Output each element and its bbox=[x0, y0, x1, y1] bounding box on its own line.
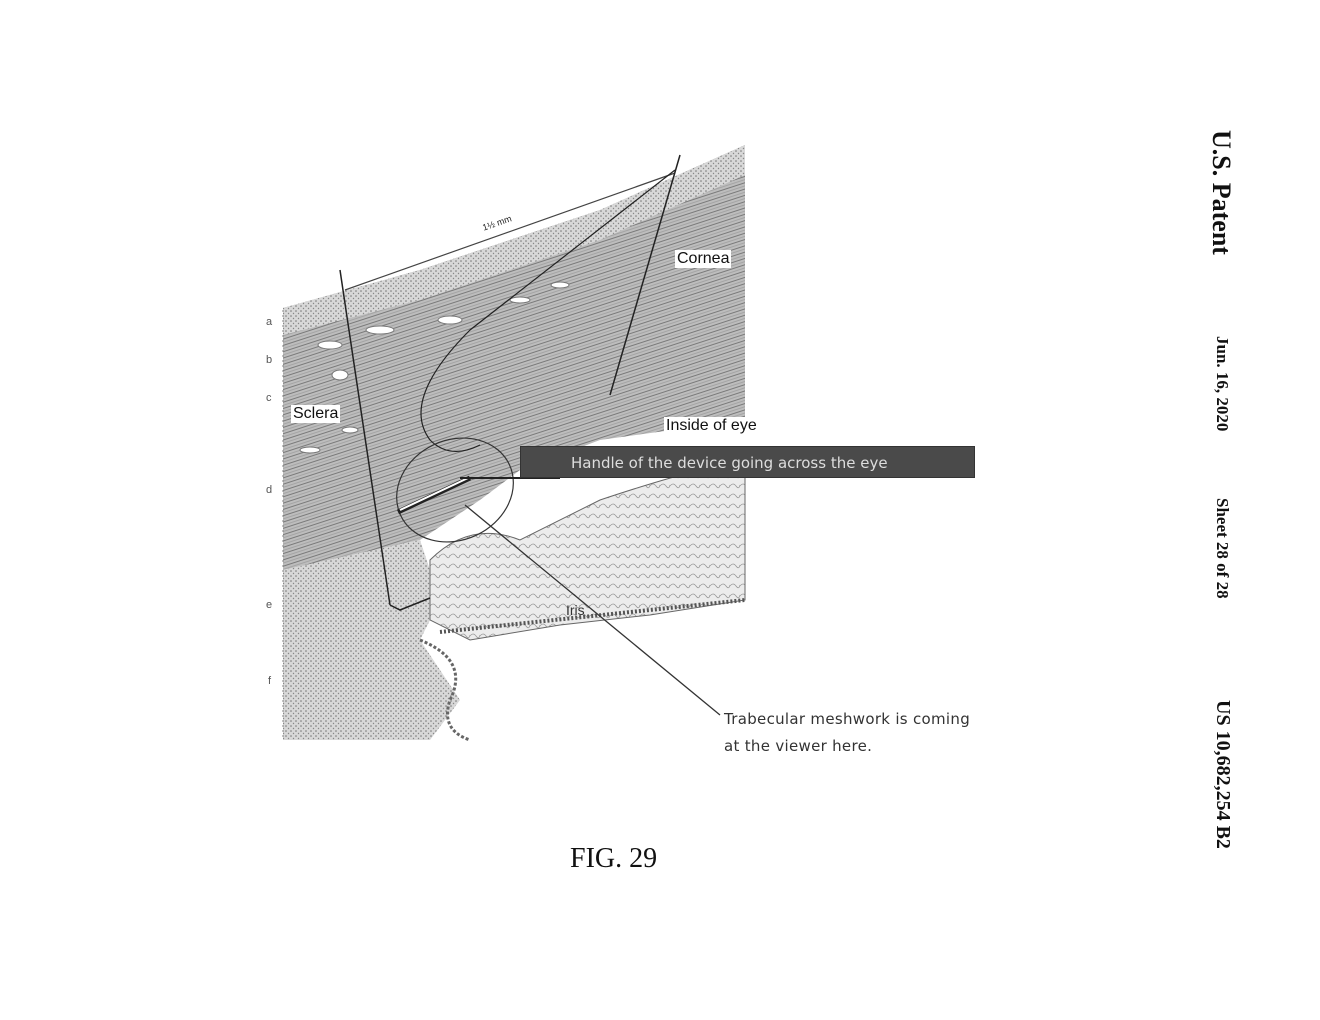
trabecular-label-line2: at the viewer here. bbox=[724, 737, 873, 755]
layer-letter-b: b bbox=[266, 354, 273, 366]
header-title: U.S. Patent bbox=[1207, 130, 1236, 255]
sclera-label: Sclera bbox=[291, 405, 341, 423]
sclera-cornea-tissue bbox=[283, 145, 745, 570]
scale-line bbox=[344, 172, 676, 291]
layer-letter-f: f bbox=[268, 675, 272, 687]
cornea-label: Cornea bbox=[675, 250, 732, 268]
header-patent-number: US 10,682,254 B2 bbox=[1212, 700, 1234, 849]
header-date: Jun. 16, 2020 bbox=[1213, 336, 1232, 432]
inside-of-eye-label: Inside of eye bbox=[664, 417, 759, 435]
epithelium-band bbox=[283, 145, 745, 335]
trabecular-pointer-line bbox=[464, 504, 721, 716]
layer-letter-d: d bbox=[266, 484, 273, 496]
ciliary-region bbox=[283, 540, 460, 740]
iris-pigment-edge bbox=[439, 598, 746, 634]
trabecular-region-ellipse bbox=[396, 437, 514, 543]
layer-letter-c: c bbox=[266, 392, 272, 404]
handle-label-banner: Handle of the device going across the ey… bbox=[520, 446, 975, 478]
device-path-curve bbox=[420, 169, 676, 452]
layer-letter-e: e bbox=[266, 599, 273, 611]
limbus-line bbox=[339, 269, 391, 606]
figure-caption: FIG. 29 bbox=[570, 843, 658, 874]
layer-letter-a: a bbox=[266, 316, 273, 328]
cornea-boundary-line bbox=[609, 154, 681, 396]
trabecular-label-line1: Trabecular meshwork is coming bbox=[724, 710, 971, 728]
header-sheet: Sheet 28 of 28 bbox=[1213, 498, 1232, 599]
iris-label: Iris bbox=[566, 602, 585, 618]
